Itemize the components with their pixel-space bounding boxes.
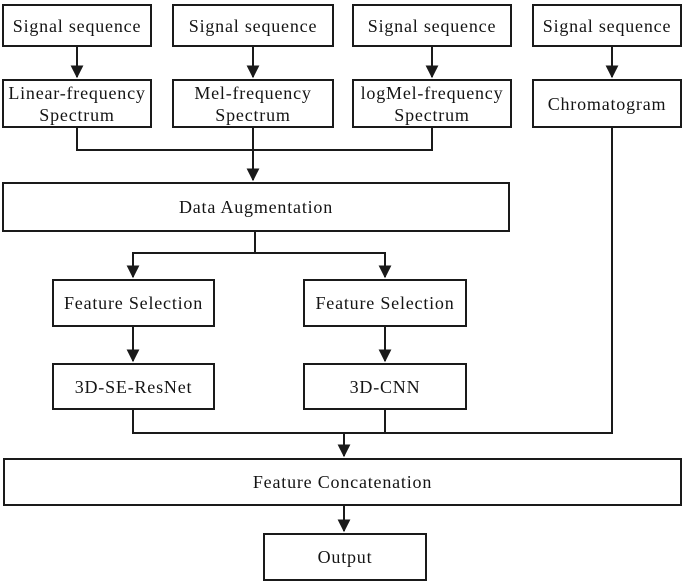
node-feature-concatenation: Feature Concatenation [3,458,682,506]
node-linear-frequency-spectrum-label: Linear-frequency Spectrum [8,82,146,125]
node-mel-frequency-spectrum: Mel-frequency Spectrum [172,79,334,128]
node-data-augmentation-label: Data Augmentation [178,197,334,217]
node-signal-sequence-3: Signal sequence [352,4,512,47]
node-feature-concatenation-label: Feature Concatenation [252,472,433,492]
node-3d-cnn: 3D-CNN [303,363,467,410]
node-signal-sequence-2-label: Signal sequence [188,15,318,36]
node-signal-sequence-4: Signal sequence [532,4,682,47]
node-linear-frequency-spectrum: Linear-frequency Spectrum [2,79,152,128]
node-feature-selection-right: Feature Selection [303,279,467,327]
node-signal-sequence-2: Signal sequence [172,4,334,47]
node-logmel-frequency-spectrum-label: logMel-frequency Spectrum [360,82,504,125]
node-signal-sequence-1-label: Signal sequence [12,15,142,36]
node-output: Output [263,533,427,581]
node-3d-se-resnet-label: 3D-SE-ResNet [74,376,193,397]
node-signal-sequence-4-label: Signal sequence [542,15,672,36]
node-3d-cnn-label: 3D-CNN [349,376,421,397]
node-3d-se-resnet: 3D-SE-ResNet [52,363,215,410]
node-data-augmentation: Data Augmentation [2,182,510,232]
node-feature-selection-right-label: Feature Selection [315,293,455,313]
node-output-label: Output [317,547,373,567]
node-signal-sequence-3-label: Signal sequence [367,15,497,36]
node-feature-selection-left: Feature Selection [52,279,215,327]
node-chromatogram: Chromatogram [532,79,682,128]
node-logmel-frequency-spectrum: logMel-frequency Spectrum [352,79,512,128]
node-chromatogram-label: Chromatogram [547,93,667,114]
node-signal-sequence-1: Signal sequence [2,4,152,47]
node-feature-selection-left-label: Feature Selection [63,293,204,313]
node-mel-frequency-spectrum-label: Mel-frequency Spectrum [194,82,312,125]
